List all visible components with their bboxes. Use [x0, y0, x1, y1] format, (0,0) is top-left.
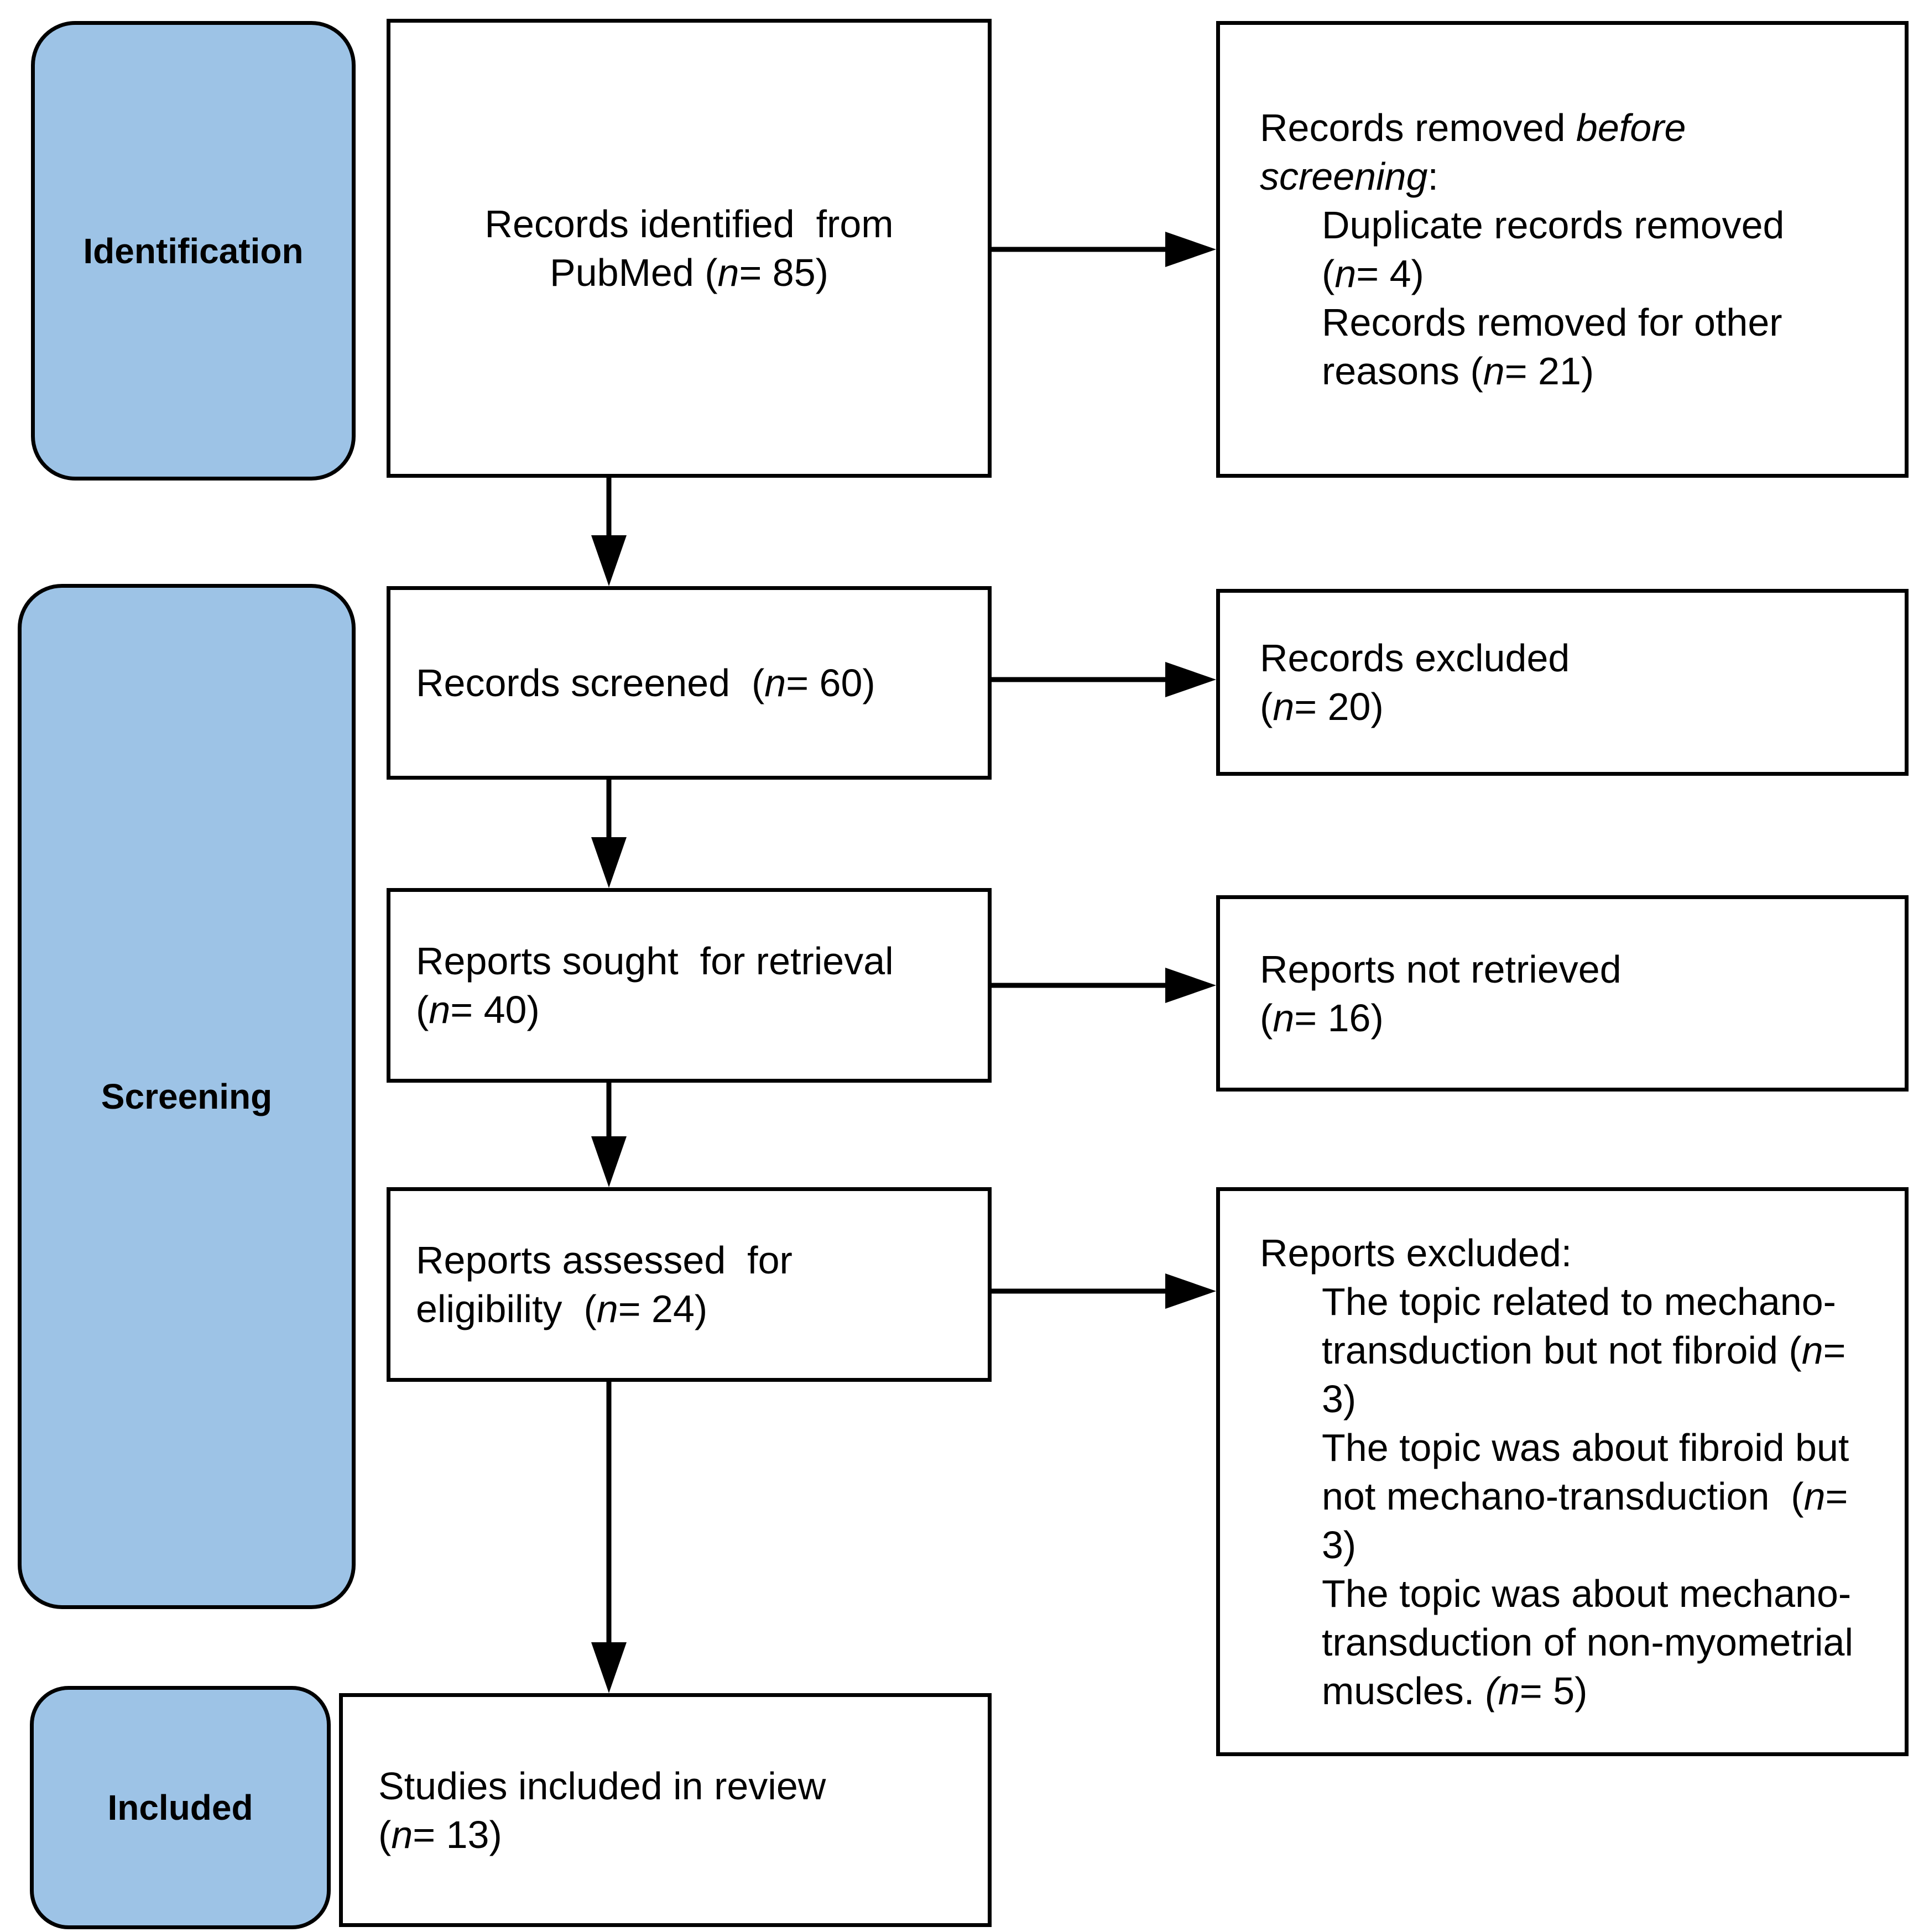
box-records-excluded: Records excluded(n= 20) — [1216, 589, 1909, 776]
stage-identification: Identification — [31, 21, 356, 481]
arrow-screened-to-sought — [591, 780, 627, 888]
stage-identification-label: Identification — [83, 231, 304, 271]
arrow-assessed-to-reports-excluded — [992, 1273, 1216, 1309]
arrow-screened-to-excluded — [992, 662, 1216, 697]
stage-included: Included — [30, 1686, 331, 1929]
box-records-screened: Records screened (n= 60) — [387, 586, 992, 780]
arrow-identified-to-removed — [992, 232, 1216, 267]
stage-included-label: Included — [107, 1788, 253, 1827]
arrow-assessed-to-included — [591, 1382, 627, 1693]
box-reports-sought: Reports sought for retrieval(n= 40) — [387, 888, 992, 1083]
box-studies-included: Studies included in review(n= 13) — [339, 1693, 992, 1927]
stage-screening-label: Screening — [101, 1077, 273, 1116]
arrow-sought-to-assessed — [591, 1083, 627, 1187]
box-reports-not-retrieved: Reports not retrieved(n= 16) — [1216, 895, 1909, 1092]
arrow-identified-to-screened — [591, 478, 627, 586]
stage-screening: Screening — [18, 584, 356, 1609]
arrow-sought-to-not-retrieved — [992, 968, 1216, 1003]
box-reports-excluded: Reports excluded:The topic related to me… — [1216, 1187, 1909, 1756]
